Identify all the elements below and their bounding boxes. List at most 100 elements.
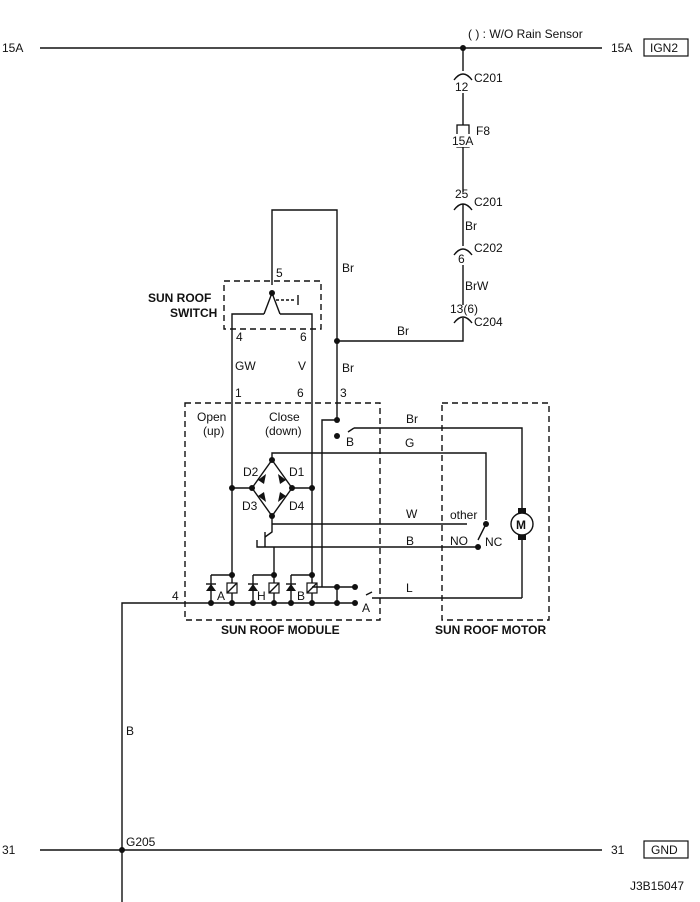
g-wire xyxy=(271,452,487,520)
diode-d3-label: D3 xyxy=(242,499,258,513)
contact-a-nc xyxy=(352,584,358,590)
contact-a-no xyxy=(352,600,358,606)
open-label-2: (up) xyxy=(203,424,224,438)
c202-connector xyxy=(453,248,473,256)
ground-node xyxy=(309,600,315,606)
diode-d4-label: D4 xyxy=(289,499,305,513)
switch-contact-right xyxy=(271,292,281,315)
contact-a-label: A xyxy=(362,601,370,615)
relay-h-coil-mark xyxy=(268,582,280,594)
contact-a-arm xyxy=(365,591,373,596)
wire-brw-label: BrW xyxy=(465,279,489,293)
gw-wire xyxy=(231,313,264,575)
wire-b-label: B xyxy=(406,534,414,548)
ground-node xyxy=(288,600,294,606)
diode-d1-symbol xyxy=(278,474,286,484)
limit-no-label: NO xyxy=(450,534,468,548)
ground-node xyxy=(250,600,256,606)
sun-roof-switch-box xyxy=(223,280,322,330)
g205-label: G205 xyxy=(126,835,156,849)
limit-switch-no xyxy=(475,544,481,550)
rail-bottom-right-label: 31 xyxy=(611,843,625,857)
bridge-node-left xyxy=(229,485,235,491)
diode-d1-label: D1 xyxy=(289,465,305,479)
wire-br-horizontal-label: Br xyxy=(397,324,409,338)
c202-label: C202 xyxy=(474,241,503,255)
ground-bus xyxy=(121,602,355,902)
diode-a xyxy=(206,584,216,591)
module-pin-6: 6 xyxy=(297,386,304,400)
ground-node xyxy=(271,600,277,606)
wire-br-module-label: Br xyxy=(406,412,418,426)
wire-w-label: W xyxy=(406,507,418,521)
rail-top-right-label: 15A xyxy=(611,41,632,55)
open-label-1: Open xyxy=(197,410,226,424)
wire-br-vertical-label: Br xyxy=(342,261,354,275)
motor-brush-bottom xyxy=(518,535,526,540)
diode-d2-label: D2 xyxy=(243,465,259,479)
wire-v-label: V xyxy=(298,359,306,373)
c201-connector-top xyxy=(453,73,473,81)
c201-label-top: C201 xyxy=(474,71,503,85)
relay-node xyxy=(309,572,315,578)
relay-node xyxy=(229,572,235,578)
c202-pin-6: 6 xyxy=(458,252,465,266)
switch-contact-left xyxy=(263,292,273,315)
motor-m-label: M xyxy=(516,518,526,532)
limit-switch-arm xyxy=(477,523,487,541)
diode-h xyxy=(248,584,258,591)
bridge-node-right xyxy=(309,485,315,491)
wire-g-label: G xyxy=(405,436,414,450)
c201-pin-12: 12 xyxy=(455,80,469,94)
relay-h-label: H xyxy=(257,589,266,603)
g205-junction xyxy=(119,847,125,853)
br-loop-wire xyxy=(271,209,338,420)
diagram-id: J3B15047 xyxy=(630,879,684,893)
wire-br-vertical2-label: Br xyxy=(342,361,354,375)
diode-d3-symbol xyxy=(258,492,266,502)
br-feed-wire xyxy=(337,318,464,342)
b-wire xyxy=(256,540,478,548)
module-pin-3: 3 xyxy=(340,386,347,400)
bridge-node-left-inner xyxy=(249,485,255,491)
v-wire xyxy=(280,313,313,575)
c204-connector xyxy=(453,316,473,324)
diode-b xyxy=(286,584,296,591)
fuse-label-bg xyxy=(451,134,475,147)
c201-label-bottom: C201 xyxy=(474,195,503,209)
contact-node xyxy=(334,584,340,590)
limit-nc-label: NC xyxy=(485,535,503,549)
fuse-f8-label: F8 xyxy=(476,124,490,138)
motor-title: SUN ROOF MOTOR xyxy=(435,623,546,637)
relay-b-coil-mark xyxy=(306,582,318,594)
gnd-tag: GND xyxy=(651,843,678,857)
br-junction xyxy=(334,338,340,344)
relay-a-coil-mark xyxy=(226,582,238,594)
diode-d2-symbol xyxy=(258,474,266,484)
wire-gw-label: GW xyxy=(235,359,256,373)
module-title: SUN ROOF MODULE xyxy=(221,623,340,637)
module-pin-4: 4 xyxy=(172,589,179,603)
rail-top-left-label: 15A xyxy=(2,41,23,55)
br-motor-wire xyxy=(354,427,523,510)
relay-node xyxy=(271,572,277,578)
switch-pin-4: 4 xyxy=(236,330,243,344)
motor-symbol xyxy=(510,512,534,536)
bridge-bottom-wire xyxy=(264,516,273,538)
bridge-node-right-inner xyxy=(289,485,295,491)
wire-b-ground-label: B xyxy=(126,724,134,738)
close-label-2: (down) xyxy=(265,424,302,438)
c201-pin-25: 25 xyxy=(455,187,469,201)
contact-b-no xyxy=(334,433,340,439)
switch-pin-5: 5 xyxy=(276,266,283,280)
rain-sensor-note: ( ) : W/O Rain Sensor xyxy=(468,27,583,41)
module-pin-1: 1 xyxy=(235,386,242,400)
wire-l-label: L xyxy=(406,581,413,595)
ground-node xyxy=(208,600,214,606)
fuse-f8-rating: 15A xyxy=(452,134,473,148)
c204-pin: 13(6) xyxy=(450,302,478,316)
c204-label: C204 xyxy=(474,315,503,329)
switch-title-line1: SUN ROOF xyxy=(148,291,211,305)
close-label-1: Close xyxy=(269,410,300,424)
